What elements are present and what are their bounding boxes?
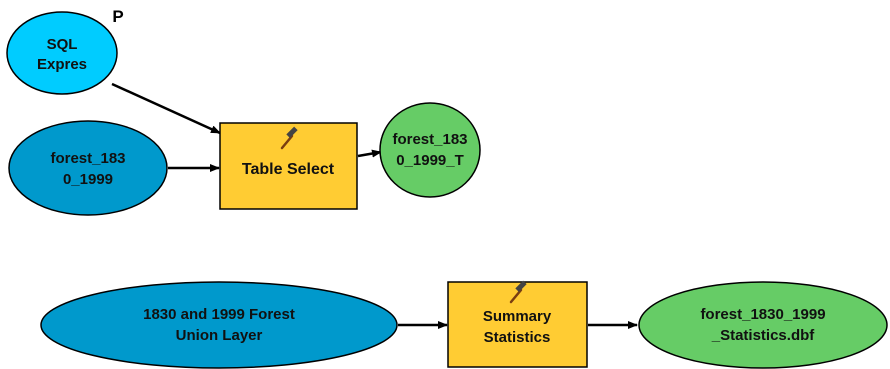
connector-table-select-to-output[interactable] [357, 149, 382, 158]
summary-statistics-label-line2: Statistics [484, 329, 551, 346]
sql-expression-ellipse [6, 11, 118, 95]
input-forest-label-line2: 0_1999 [63, 171, 113, 188]
union-layer-ellipse [40, 281, 398, 369]
input-forest-label-line1: forest_183 [50, 150, 125, 167]
summary-statistics-label-line1: Summary [483, 308, 552, 325]
sql-expression-label-line1: SQL [47, 36, 78, 53]
statistics-dbf-label-line2: _Statistics.dbf [711, 327, 816, 344]
input-forest-ellipse [8, 120, 168, 216]
union-layer-label-line1: 1830 and 1999 Forest [143, 306, 295, 323]
sql-expression-label-line2: Expres [37, 56, 87, 73]
summary-statistics-box [447, 281, 588, 368]
output-statistics-dbf[interactable]: forest_1830_1999 _Statistics.dbf [638, 281, 888, 369]
output-t-label-line1: forest_183 [392, 131, 467, 148]
input-forest-1830-1999[interactable]: forest_183 0_1999 [8, 120, 168, 216]
union-layer-label-line2: Union Layer [176, 327, 263, 344]
hammer-icon [509, 280, 527, 304]
statistics-dbf-ellipse [638, 281, 888, 369]
sql-expression-variable[interactable]: SQL Expres [6, 11, 118, 95]
table-select-label: Table Select [242, 161, 335, 178]
statistics-dbf-label-line1: forest_1830_1999 [700, 306, 825, 323]
parameter-flag-p: P [112, 7, 123, 26]
table-select-box [219, 122, 358, 210]
tool-summary-statistics[interactable]: Summary Statistics [447, 280, 588, 368]
tool-table-select[interactable]: Table Select [219, 122, 358, 210]
output-t-label-line2: 0_1999_T [396, 152, 464, 169]
connector-sql-to-table-select[interactable] [111, 82, 221, 135]
output-forest-1830-1999-t[interactable]: forest_183 0_1999_T [379, 102, 481, 198]
output-t-ellipse [379, 102, 481, 198]
input-forest-union-layer[interactable]: 1830 and 1999 Forest Union Layer [40, 281, 398, 369]
hammer-icon [280, 126, 298, 150]
